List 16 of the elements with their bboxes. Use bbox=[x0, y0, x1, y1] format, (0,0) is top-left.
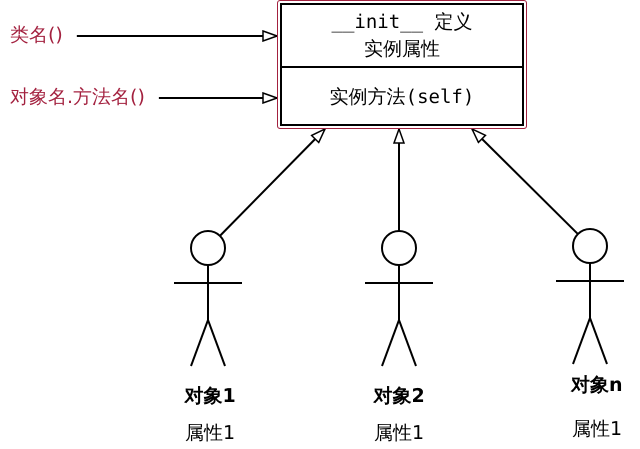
method-compartment: 实例方法(self) bbox=[282, 66, 522, 126]
attribute-label: 属性1 bbox=[572, 417, 622, 442]
object-label: 对象2 bbox=[374, 384, 425, 409]
arrow bbox=[471, 128, 579, 235]
object-label: 对象1 bbox=[184, 384, 236, 409]
attribute-label: 属性1 bbox=[374, 421, 424, 446]
object-label: 对象n bbox=[571, 373, 623, 398]
arrow bbox=[158, 92, 278, 104]
call-label: 对象名.方法名() bbox=[10, 85, 145, 109]
call-label: 类名() bbox=[10, 23, 63, 47]
class-box bbox=[277, 0, 527, 129]
attribute-compartment: __init__ 定义实例属性 bbox=[282, 5, 522, 66]
arrow bbox=[219, 128, 326, 237]
arrow bbox=[76, 30, 278, 42]
arrow bbox=[393, 128, 405, 231]
attribute-label: 属性1 bbox=[185, 421, 236, 446]
